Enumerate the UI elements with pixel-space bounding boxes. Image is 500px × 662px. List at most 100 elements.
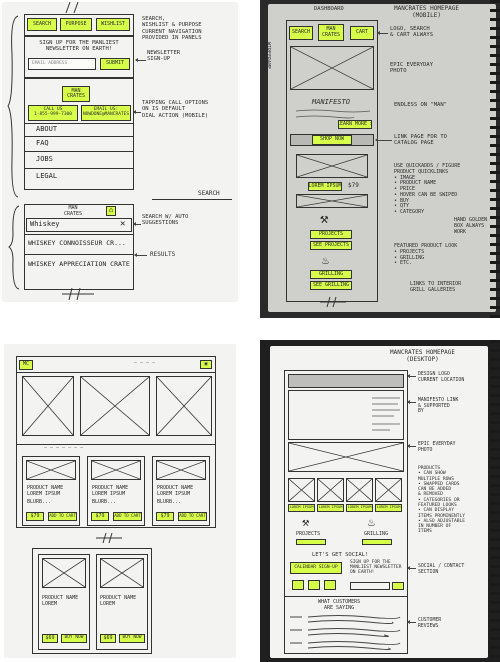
- link-jobs[interactable]: JOBS: [36, 155, 53, 163]
- menu-panel: [24, 78, 134, 190]
- cart-icon[interactable]: ⌂: [106, 206, 116, 216]
- projects-icon: ⚒: [320, 211, 329, 227]
- product-tile-4-label[interactable]: LOREM IPSUM: [375, 504, 402, 512]
- divider: [24, 136, 134, 137]
- nav-annotation: SEARCH, WISHLIST & PURPOSE CURRENT NAVIG…: [142, 16, 202, 41]
- search-logo: MAN CRATES: [64, 205, 83, 217]
- see-grilling-button[interactable]: SEE GRILLING: [310, 281, 352, 290]
- bottom-card-2[interactable]: [96, 554, 148, 650]
- product-card-1[interactable]: [22, 456, 80, 526]
- page-header-left: DASHBOARD: [314, 6, 344, 12]
- manifesto-annotation: ENDLESS ON "MAN": [394, 102, 447, 108]
- signup-text: SIGN UP FOR THE MANLIEST NEWSLETTER ON E…: [350, 560, 402, 576]
- section-scribble: — — — — — — —: [44, 445, 84, 451]
- product-tile-2-label[interactable]: LOREM IPSUM: [317, 504, 344, 512]
- product-card-3-blurb: BLURB...: [157, 499, 182, 505]
- grill-icon: ♨: [368, 515, 376, 529]
- cart-icon[interactable]: ▣: [200, 360, 212, 369]
- projects-label[interactable]: PROJECTS: [296, 531, 321, 537]
- hero-image-left: [22, 376, 74, 436]
- nav-purpose-button[interactable]: PURPOSE: [60, 18, 92, 31]
- submit-button[interactable]: SUBMIT: [100, 58, 130, 70]
- notebook-spiral: [490, 340, 500, 662]
- product-card-3-add-button[interactable]: ADD TO CART: [178, 512, 207, 521]
- link-about[interactable]: ABOUT: [36, 125, 58, 133]
- logo[interactable]: MC: [19, 360, 33, 370]
- grilling-label[interactable]: GRILLING: [310, 270, 352, 279]
- nav-arrow: [377, 31, 388, 35]
- bottom-card-1-price[interactable]: $69: [42, 634, 58, 643]
- product-card-3[interactable]: [152, 456, 210, 526]
- product-card-2-blurb: BLURB...: [92, 499, 117, 505]
- search-result-2[interactable]: WHISKEY APPRECIATION CRATE: [28, 260, 130, 268]
- note-arrow: [407, 374, 416, 378]
- clear-icon[interactable]: ✕: [120, 219, 126, 229]
- divider: [16, 444, 216, 445]
- email-field[interactable]: [28, 58, 96, 70]
- product-tile-3-label[interactable]: LOREM IPSUM: [346, 504, 373, 512]
- calendar-signup-button[interactable]: CALENDAR SIGN-UP: [290, 562, 342, 574]
- search-screen: [24, 204, 134, 290]
- bottom-card-2-price[interactable]: $69: [100, 634, 116, 643]
- email-us-button[interactable]: EMAIL US: NOWDONE@MANCRATES: [81, 105, 131, 121]
- nav-annotation: LOGO, SEARCH & CART ALWAYS: [390, 26, 434, 39]
- nav-search-button[interactable]: SEARCH: [289, 26, 313, 40]
- call-us-button[interactable]: CALL US 1-855-999-7300: [28, 105, 78, 121]
- desktop-frame: [284, 370, 408, 654]
- product-tile-2-image: [317, 478, 344, 502]
- product-image: [296, 154, 368, 178]
- bottom-card-2-buy-button[interactable]: BUY NOW: [119, 634, 145, 643]
- product-card-1-add-button[interactable]: ADD TO CART: [48, 512, 77, 521]
- grilling-label[interactable]: GRILLING: [364, 531, 389, 537]
- logo[interactable]: MAN CRATES: [62, 86, 90, 102]
- reviews-text: [290, 615, 401, 650]
- see-projects-button[interactable]: SEE PROJECTS: [310, 241, 352, 250]
- product-tile-1-label[interactable]: LOREM IPSUM: [288, 504, 315, 512]
- manifesto-text: [295, 109, 371, 119]
- product-card-2-price[interactable]: $79: [91, 512, 109, 521]
- signup-section: [24, 36, 134, 78]
- shop-now-button[interactable]: SHOP NOW: [312, 135, 352, 145]
- nav-cart-button[interactable]: CART: [350, 26, 374, 40]
- learn-more-link[interactable]: LEARN MORE >: [338, 120, 372, 129]
- bottom-card-1[interactable]: [38, 554, 90, 650]
- divider: [16, 372, 216, 373]
- notebook-page: SEARCH PURPOSE WISHLIST SEARCH, WISHLIST…: [2, 1, 238, 302]
- search-input[interactable]: [26, 218, 132, 232]
- notebook-page: DASHBOARD MANCRATES HOMEPAGE (MOBILE) WI…: [265, 4, 496, 312]
- product-card-2[interactable]: [87, 456, 145, 526]
- shop-annotation: LINK PAGE FOR TO CATALOG PAGE: [394, 134, 447, 147]
- social-annotation: SOCIAL / CONTACT SECTION: [418, 564, 465, 575]
- see-grilling-button[interactable]: [362, 539, 392, 545]
- social-icon-2[interactable]: [308, 580, 320, 590]
- social-icon-3[interactable]: [324, 580, 336, 590]
- bottom-card-1-buy-button[interactable]: BUY NOW: [61, 634, 87, 643]
- projects-label[interactable]: PROJECTS: [310, 230, 352, 239]
- link-faq[interactable]: FAQ: [36, 139, 49, 147]
- social-icon-1[interactable]: [292, 580, 304, 590]
- manifesto-text: [372, 397, 400, 431]
- note-arrow: [407, 566, 416, 570]
- reviews-annotation: CUSTOMER REVIEWS: [418, 618, 442, 629]
- search-result-1[interactable]: WHISKEY CONNOISSEUR CR...: [28, 239, 126, 247]
- see-projects-button[interactable]: [296, 539, 326, 545]
- product-card-2-add-button[interactable]: ADD TO CART: [113, 512, 142, 521]
- product-name-label[interactable]: LOREM IPSUM: [308, 182, 342, 191]
- nav-wishlist-button[interactable]: WISHLIST: [96, 18, 130, 31]
- link-legal[interactable]: LEGAL: [36, 172, 58, 180]
- page-title: MANCRATES HOMEPAGE (DESKTOP): [390, 349, 456, 363]
- nav-scribble: — — — —: [134, 360, 156, 366]
- side-annotation: HAND GOLDEN BOX ALWAYS WORK: [454, 217, 488, 235]
- notebook-page: MC ▣ — — — — — — — — — — — PRODUCT NAME …: [4, 344, 236, 658]
- sketch-photo-mobile-menu: SEARCH PURPOSE WISHLIST SEARCH, WISHLIST…: [0, 0, 240, 305]
- signup-field[interactable]: [350, 582, 390, 590]
- note-arrow: [407, 400, 416, 404]
- product-card-1-price[interactable]: $79: [26, 512, 44, 521]
- nav-search-button[interactable]: SEARCH: [27, 18, 57, 31]
- product-card-3-title: PRODUCT NAME LOREM IPSUM: [157, 485, 194, 497]
- signup-submit[interactable]: [392, 582, 404, 590]
- hero-image: [288, 442, 404, 472]
- logo[interactable]: MAN CRATES: [318, 24, 344, 41]
- product-card-3-price[interactable]: $79: [156, 512, 174, 521]
- divider: [152, 199, 232, 200]
